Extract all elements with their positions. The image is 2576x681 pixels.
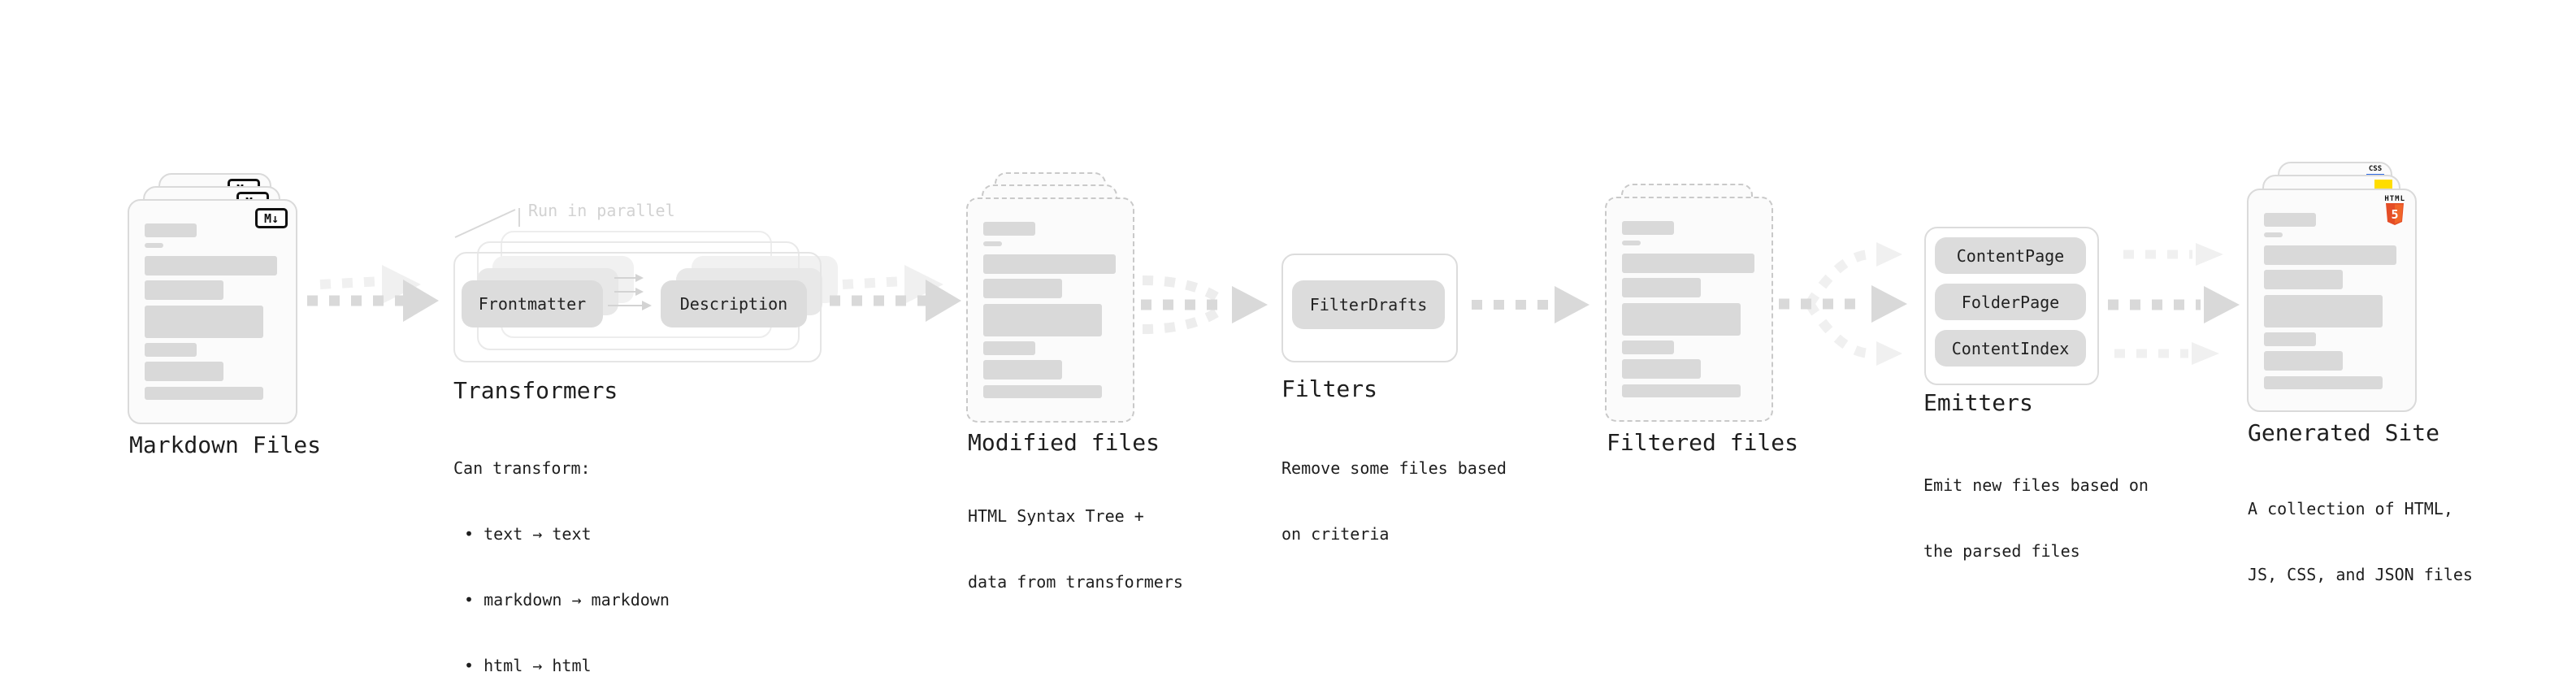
desc-line: data from transformers xyxy=(968,572,1183,592)
skeleton-bar xyxy=(145,243,163,248)
skeleton-bar xyxy=(1622,340,1674,354)
svg-text:5: 5 xyxy=(2392,207,2399,222)
stage-label-filtered-files: Filtered files xyxy=(1607,429,1799,456)
desc-line: on criteria xyxy=(1281,524,1390,544)
skeleton-bar xyxy=(145,343,197,357)
transformer-pill-frontmatter: Frontmatter xyxy=(462,280,603,327)
skeleton-bar xyxy=(1622,254,1754,273)
skeleton-bar xyxy=(2264,245,2396,265)
stage-label-transformers: Transformers xyxy=(453,377,618,404)
skeleton-bar xyxy=(145,362,223,381)
skeleton-bar xyxy=(1622,278,1701,297)
skeleton-bar xyxy=(145,280,223,300)
pill-to-pill-arrows xyxy=(608,274,652,310)
flow-arrow-filters-to-filtered xyxy=(1472,286,1589,323)
skeleton-bar xyxy=(1622,359,1701,379)
desc-line: the parsed files xyxy=(1923,541,2080,561)
html5-icon-word: HTML xyxy=(2384,195,2405,203)
skeleton-bar xyxy=(983,360,1062,380)
skeleton-bar xyxy=(2264,351,2343,371)
desc-line: Remove some files based xyxy=(1281,458,1507,478)
html5-shield: 5 xyxy=(2386,203,2405,225)
desc-line: A collection of HTML, xyxy=(2248,499,2453,518)
skeleton-bar xyxy=(2264,376,2383,389)
skeleton-bar xyxy=(1622,221,1674,235)
flow-arrow-markdown-to-transformers xyxy=(307,265,439,322)
emitters-description: Emit new files based on the parsed files xyxy=(1923,431,2149,606)
filtered-file-card-front xyxy=(1605,197,1773,422)
desc-line: JS, CSS, and JSON files xyxy=(2248,565,2473,584)
transformer-layer-box-front xyxy=(453,252,822,362)
markdown-icon: M↓ xyxy=(255,208,288,228)
transformer-pill-description: Description xyxy=(661,280,807,327)
skeleton-bar xyxy=(2264,270,2343,289)
generated-site-description: A collection of HTML, JS, CSS, and JSON … xyxy=(2248,454,2473,630)
modified-files-description: HTML Syntax Tree + data from transformer… xyxy=(968,462,1183,637)
desc-line: Emit new files based on xyxy=(1923,475,2149,495)
flow-arrow-filtered-to-emitters xyxy=(1779,242,1907,366)
stage-label-modified-files: Modified files xyxy=(968,429,1160,456)
modified-file-card-front xyxy=(966,197,1134,423)
generated-file-card-html: HTML 5 xyxy=(2247,189,2417,412)
emitter-pill-contentindex: ContentIndex xyxy=(1935,330,2086,367)
skeleton-bar xyxy=(983,254,1116,274)
doc-content-skeleton xyxy=(2249,190,2415,410)
skeleton-bar xyxy=(2264,213,2316,227)
stage-label-generated-site: Generated Site xyxy=(2248,419,2440,446)
skeleton-bar xyxy=(145,306,263,338)
skeleton-bar xyxy=(145,256,277,275)
stage-label-emitters: Emitters xyxy=(1923,389,2033,416)
flow-arrows-emitters-to-generated xyxy=(2108,243,2240,365)
desc-line: HTML Syntax Tree + xyxy=(968,506,1144,526)
markdown-icon-label: M↓ xyxy=(263,210,280,226)
filter-pill-filterdrafts: FilterDrafts xyxy=(1292,280,1445,329)
transformers-description: Can transform: • text → text • markdown … xyxy=(453,414,670,681)
doc-content-skeleton xyxy=(1607,198,1772,420)
skeleton-bar xyxy=(145,223,197,237)
skeleton-bar xyxy=(2264,232,2283,237)
desc-line: • text → text xyxy=(464,524,592,544)
skeleton-bar xyxy=(983,241,1002,246)
skeleton-bar xyxy=(1622,241,1641,245)
emitter-pill-folderpage: FolderPage xyxy=(1935,284,2086,320)
desc-line: • markdown → markdown xyxy=(464,590,670,609)
css-icon-label: CSS xyxy=(2368,165,2383,173)
skeleton-bar xyxy=(983,385,1102,398)
desc-line: Can transform: xyxy=(453,458,591,478)
stage-label-filters: Filters xyxy=(1281,375,1378,402)
desc-line: • html → html xyxy=(464,656,592,675)
skeleton-bar xyxy=(2264,332,2316,346)
markdown-file-card-front: M↓ xyxy=(128,199,297,424)
skeleton-bar xyxy=(145,387,263,400)
js-icon xyxy=(2374,180,2392,189)
skeleton-bar xyxy=(983,341,1035,355)
run-in-parallel-note: Run in parallel xyxy=(528,201,675,220)
filters-description: Remove some files based on criteria xyxy=(1281,414,1507,589)
note-leader-line xyxy=(454,208,520,238)
skeleton-bar xyxy=(983,304,1102,336)
html5-icon: HTML 5 xyxy=(2384,195,2405,225)
skeleton-bar xyxy=(2264,295,2383,327)
skeleton-bar xyxy=(1622,384,1741,397)
stage-label-markdown-files: Markdown Files xyxy=(129,432,322,458)
flow-arrow-transformers-to-modified xyxy=(830,265,961,322)
emitter-pill-contentpage: ContentPage xyxy=(1935,237,2086,274)
skeleton-bar xyxy=(1622,303,1741,336)
skeleton-bar xyxy=(983,222,1035,236)
flow-arrow-modified-to-filters xyxy=(1141,275,1268,334)
skeleton-bar xyxy=(983,279,1062,298)
doc-content-skeleton xyxy=(968,199,1133,421)
doc-content-skeleton xyxy=(129,201,296,423)
